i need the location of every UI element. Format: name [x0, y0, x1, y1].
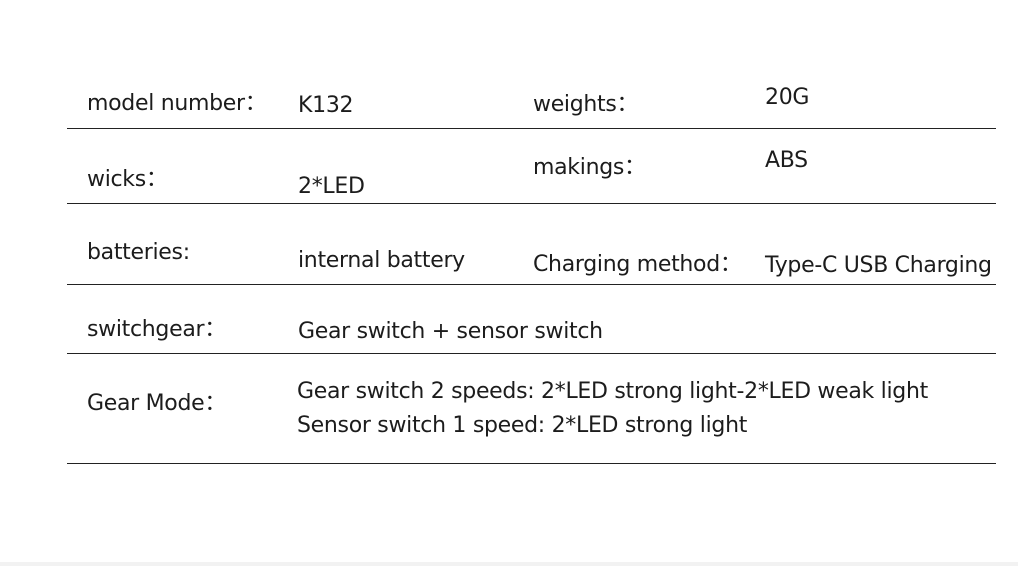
- wicks-label: wicks：: [87, 167, 168, 192]
- page-bottom-strip: [0, 562, 1018, 566]
- gear-mode-label: Gear Mode：: [87, 391, 227, 416]
- charging-method-label: Charging method：: [533, 252, 742, 277]
- gear-mode-line-1: Gear switch 2 speeds: 2*LED strong light…: [297, 379, 928, 404]
- model-number-label: model number：: [87, 91, 267, 116]
- charging-method-value: Type-C USB Charging: [765, 253, 992, 278]
- row-divider: [67, 353, 996, 354]
- row-divider: [67, 284, 996, 285]
- model-number-value: K132: [298, 93, 354, 118]
- row-divider: [67, 128, 996, 129]
- weight-label: weights：: [533, 92, 639, 117]
- switchgear-label: switchgear：: [87, 317, 226, 342]
- batteries-value: internal battery: [298, 248, 465, 273]
- row-divider: [67, 203, 996, 204]
- batteries-label: batteries:: [87, 240, 190, 265]
- wicks-value: 2*LED: [298, 174, 365, 199]
- weight-value: 20G: [765, 85, 810, 110]
- material-label: makings：: [533, 155, 646, 180]
- material-value: ABS: [765, 148, 808, 173]
- row-divider: [67, 463, 996, 464]
- switchgear-value: Gear switch + sensor switch: [298, 319, 603, 344]
- gear-mode-line-2: Sensor switch 1 speed: 2*LED strong ligh…: [297, 413, 748, 438]
- gear-mode-value: Gear switch 2 speeds: 2*LED strong light…: [297, 375, 928, 443]
